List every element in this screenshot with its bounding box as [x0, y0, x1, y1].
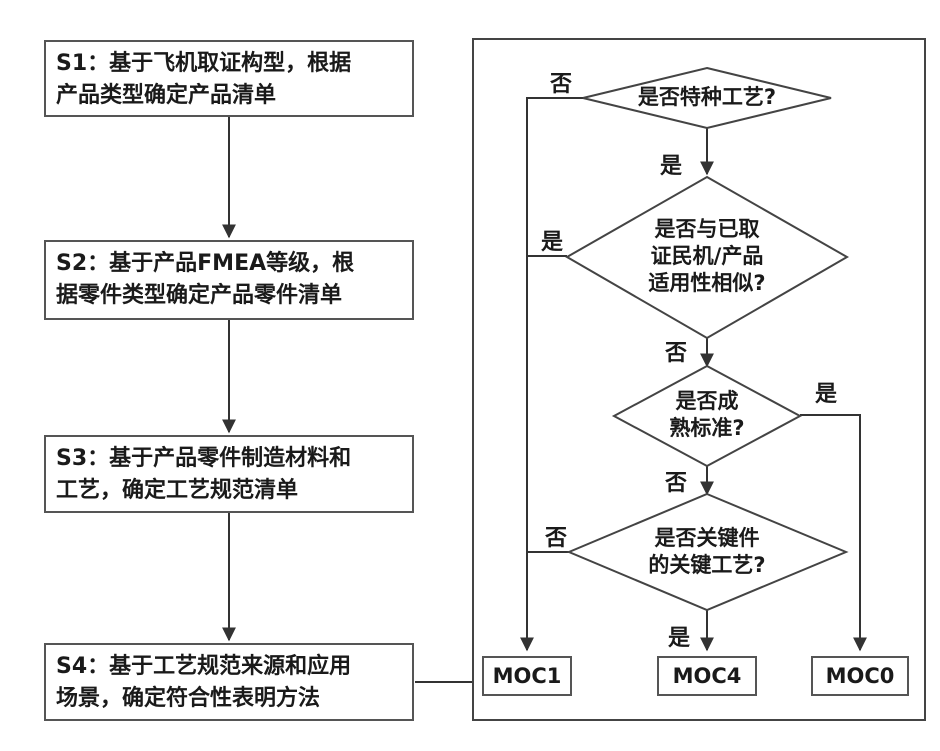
decision-text-key-process: 是否关键件 的关键工艺? [607, 525, 807, 579]
decision-text-special-process: 是否特种工艺? [607, 84, 807, 111]
decision3-line1: 是否成 [627, 388, 787, 415]
decision4-line2: 的关键工艺? [607, 552, 807, 579]
label-d3-no: 否 [665, 465, 687, 497]
step-s2-line1: S2：基于产品FMEA等级，根 [56, 248, 404, 280]
label-d4-yes: 是 [668, 620, 690, 652]
label-d3-yes: 是 [815, 376, 837, 408]
step-s3-line1: S3：基于产品零件制造材料和 [56, 443, 404, 475]
step-s4-line1: S4：基于工艺规范来源和应用 [56, 651, 404, 683]
step-box-s4: S4：基于工艺规范来源和应用 场景，确定符合性表明方法 [44, 643, 414, 721]
label-d1-no: 否 [550, 66, 572, 98]
step-s1-line1: S1：基于飞机取证构型，根据 [56, 48, 404, 80]
moc1-box: MOC1 [482, 656, 572, 696]
step-s2-line2: 据零件类型确定产品零件清单 [56, 280, 404, 312]
label-d4-no: 否 [545, 520, 567, 552]
step-s4-line2: 场景，确定符合性表明方法 [56, 683, 404, 715]
label-d1-yes: 是 [660, 148, 682, 180]
step-box-s1: S1：基于飞机取证构型，根据 产品类型确定产品清单 [44, 40, 414, 117]
step-box-s3: S3：基于产品零件制造材料和 工艺，确定工艺规范清单 [44, 435, 414, 513]
decision2-line2: 证民机/产品 [607, 243, 807, 270]
decision-text-mature-standard: 是否成 熟标准? [627, 388, 787, 442]
step-box-s2: S2：基于产品FMEA等级，根 据零件类型确定产品零件清单 [44, 240, 414, 320]
label-d2-yes: 是 [541, 224, 563, 256]
decision3-line2: 熟标准? [627, 415, 787, 442]
moc0-box: MOC0 [811, 656, 909, 696]
label-d2-no: 否 [665, 335, 687, 367]
decision1-line1: 是否特种工艺? [607, 84, 807, 111]
decision2-line3: 适用性相似? [607, 270, 807, 297]
moc4-box: MOC4 [657, 656, 757, 696]
step-s3-line2: 工艺，确定工艺规范清单 [56, 475, 404, 507]
decision4-line1: 是否关键件 [607, 525, 807, 552]
decision2-line1: 是否与已取 [607, 216, 807, 243]
decision-text-similarity: 是否与已取 证民机/产品 适用性相似? [607, 216, 807, 297]
step-s1-line2: 产品类型确定产品清单 [56, 80, 404, 112]
decision-frame [472, 38, 926, 721]
